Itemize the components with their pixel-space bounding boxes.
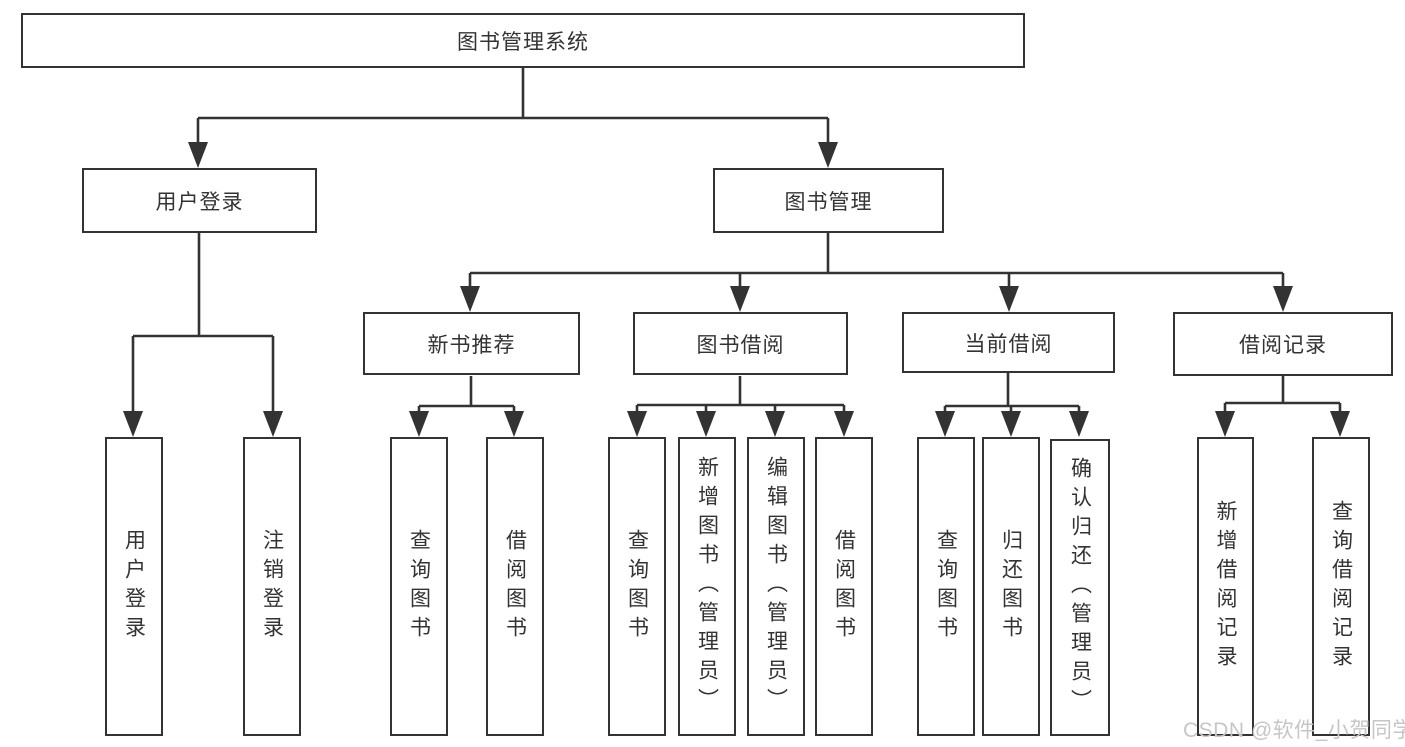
leaf-logout: 注销登录 [243,437,301,736]
leaf-borrow-book-2: 借阅图书 [815,437,873,736]
leaf-query-book-3: 查询图书 [917,437,975,736]
node-new-book-recommend-label: 新书推荐 [427,333,516,357]
node-root-label: 图书管理系统 [457,30,589,54]
node-current-borrow-label: 当前借阅 [964,332,1053,356]
leaf-query-borrow-record-label: 查询借阅记录 [1329,499,1353,674]
connector-current-borrow-to-leaves [935,373,1089,437]
node-user-login: 用户登录 [82,168,317,233]
connector-borrow-record-to-leaves [1215,376,1350,437]
connector-new-book-to-leaves [409,376,524,437]
leaf-query-borrow-record: 查询借阅记录 [1312,437,1370,736]
leaf-edit-book-admin-label: 编辑图书（管理员） [764,456,788,717]
leaf-query-book-2-label: 查询图书 [625,528,649,645]
leaf-return-book-label: 归还图书 [999,528,1023,645]
node-borrow-record-label: 借阅记录 [1239,334,1327,357]
node-book-borrow: 图书借阅 [633,312,848,375]
leaf-return-book: 归还图书 [982,437,1040,736]
leaf-confirm-return-admin: 确认归还（管理员） [1050,439,1110,736]
node-book-mgmt: 图书管理 [713,168,944,233]
leaf-add-book-admin-label: 新增图书（管理员） [695,456,719,717]
connector-book-borrow-to-leaves [627,376,854,437]
node-user-login-label: 用户登录 [155,190,244,214]
leaf-edit-book-admin: 编辑图书（管理员） [747,437,805,736]
leaf-query-book-1-label: 查询图书 [407,528,431,645]
leaf-query-book-2: 查询图书 [608,437,666,736]
leaf-borrow-book-2-label: 借阅图书 [832,528,856,645]
node-book-borrow-label: 图书借阅 [696,333,785,357]
node-borrow-record: 借阅记录 [1173,312,1393,376]
connector-book-mgmt-to-level3 [460,233,1293,312]
leaf-add-borrow-record: 新增借阅记录 [1197,437,1254,736]
leaf-add-book-admin: 新增图书（管理员） [678,437,736,736]
leaf-borrow-book-1-label: 借阅图书 [503,528,527,645]
leaf-query-book-3-label: 查询图书 [934,528,958,645]
leaf-user-login-label: 用户登录 [122,528,146,645]
node-book-mgmt-label: 图书管理 [784,190,873,214]
node-new-book-recommend: 新书推荐 [363,312,580,375]
connector-user-login-to-leaves [123,233,283,437]
node-current-borrow: 当前借阅 [902,312,1115,373]
leaf-logout-label: 注销登录 [260,528,284,645]
leaf-query-book-1: 查询图书 [390,437,448,736]
leaf-user-login: 用户登录 [105,437,163,736]
node-root: 图书管理系统 [21,13,1025,68]
leaf-confirm-return-admin-label: 确认归还（管理员） [1068,457,1092,718]
connector-root-to-level2 [188,68,838,168]
csdn-watermark: CSDN @软件_小贺同学 [1183,719,1405,742]
leaf-borrow-book-1: 借阅图书 [486,437,544,736]
leaf-add-borrow-record-label: 新增借阅记录 [1214,499,1237,674]
